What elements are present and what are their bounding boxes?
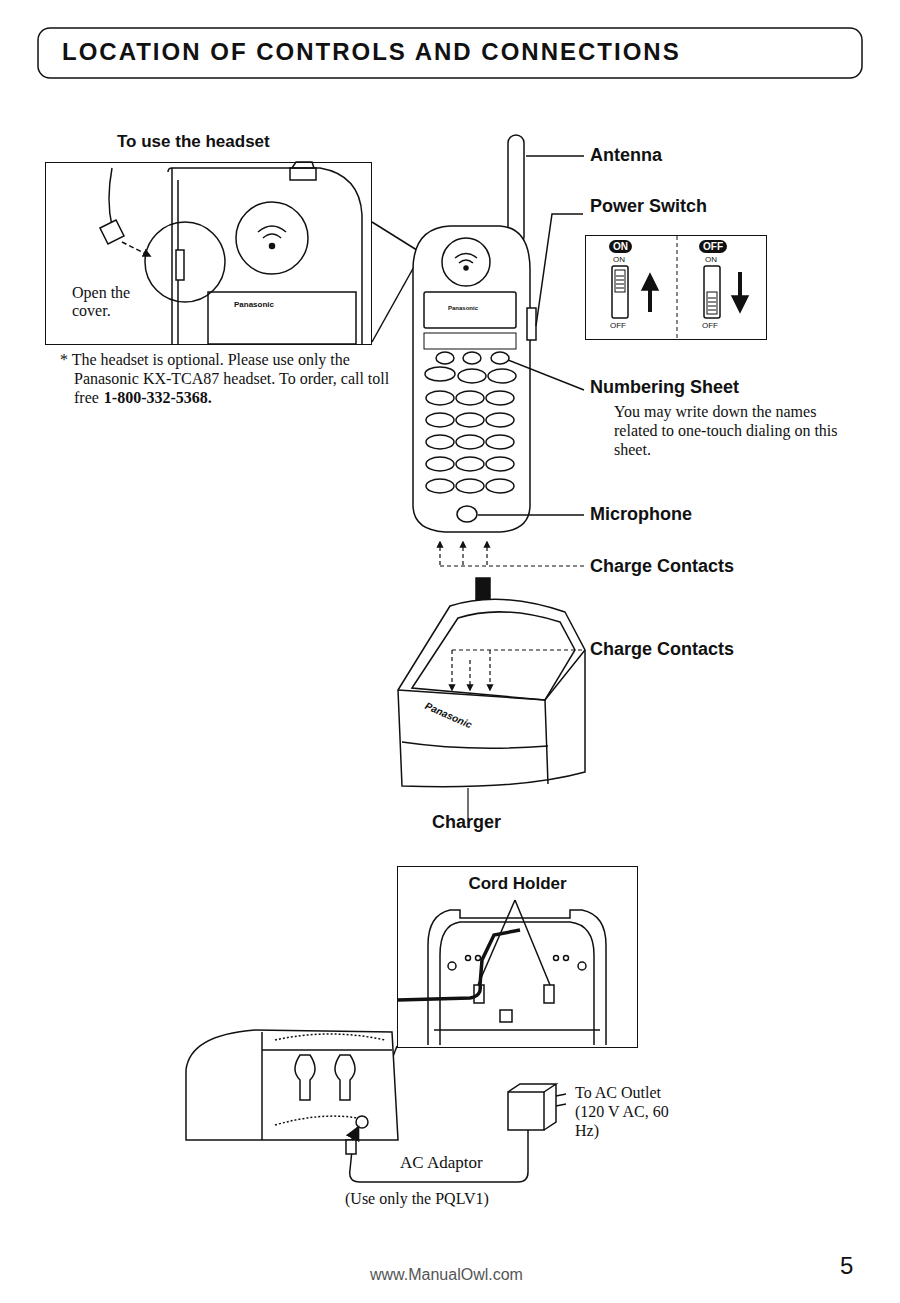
brand-text: Panasonic [234,300,274,309]
brand-text: Panasonic [448,305,478,311]
description-text: You may write down the names related to … [614,402,850,459]
note-block: * The headset is optional. Please use on… [60,350,392,407]
part-name: Numbering Sheet [590,377,739,398]
leader-line [508,360,584,390]
box-border [397,866,638,1048]
ac-adaptor-drawing [346,1084,566,1182]
leader-line [526,155,584,157]
box-heading: To use the headset [117,132,270,152]
inset-box: To use the headsetOpen the cover. [45,132,372,345]
part-name: Charge Contacts [590,639,734,660]
switch-mark-text: ON [613,255,625,264]
cord-holder-drawing [398,900,606,1045]
phone-number: 1-800-332-5368. [104,389,212,406]
box-heading: Cord Holder [397,874,638,894]
charge-contact-marks [440,542,584,566]
charge-contact-marks [452,650,584,690]
switch-mark-text: OFF [610,321,626,330]
charger-back-drawing [186,1030,398,1140]
switch-mark-text: Open the cover. [72,284,144,320]
switch-box: Power SwitchON ON OFF OFF ON OFF [585,196,767,340]
part-name: Antenna [590,145,662,166]
leader-line [536,214,583,326]
usage-note: (Use only the PQLV1) [345,1190,489,1208]
leader-line [478,514,584,516]
watermark: www.ManualOwl.com [370,1266,523,1284]
page-title: LOCATION OF CONTROLS AND CONNECTIONS [62,38,681,66]
box-heading: Power Switch [590,196,707,217]
handset-drawing [413,135,536,532]
power-switch-drawing [612,236,748,338]
part-name: Charge Contacts [590,556,734,577]
part-name: Microphone [590,504,692,525]
title-banner [38,28,862,78]
switch-mark-text: ON [705,255,717,264]
switch-badge: OFF [699,240,727,253]
switch-mark-text: OFF [702,321,718,330]
callout-line [372,222,420,252]
part-name: Charger [432,812,501,833]
charger-drawing [398,599,585,818]
part-name: AC Adaptor [400,1153,483,1173]
switch-badge: ON [609,240,632,253]
inset-box: Cord Holder [397,866,638,1048]
page-number: 5 [840,1252,853,1280]
outlet-note: To AC Outlet (120 V AC, 60 Hz) [575,1083,687,1140]
headset-inset-drawing [100,162,362,345]
